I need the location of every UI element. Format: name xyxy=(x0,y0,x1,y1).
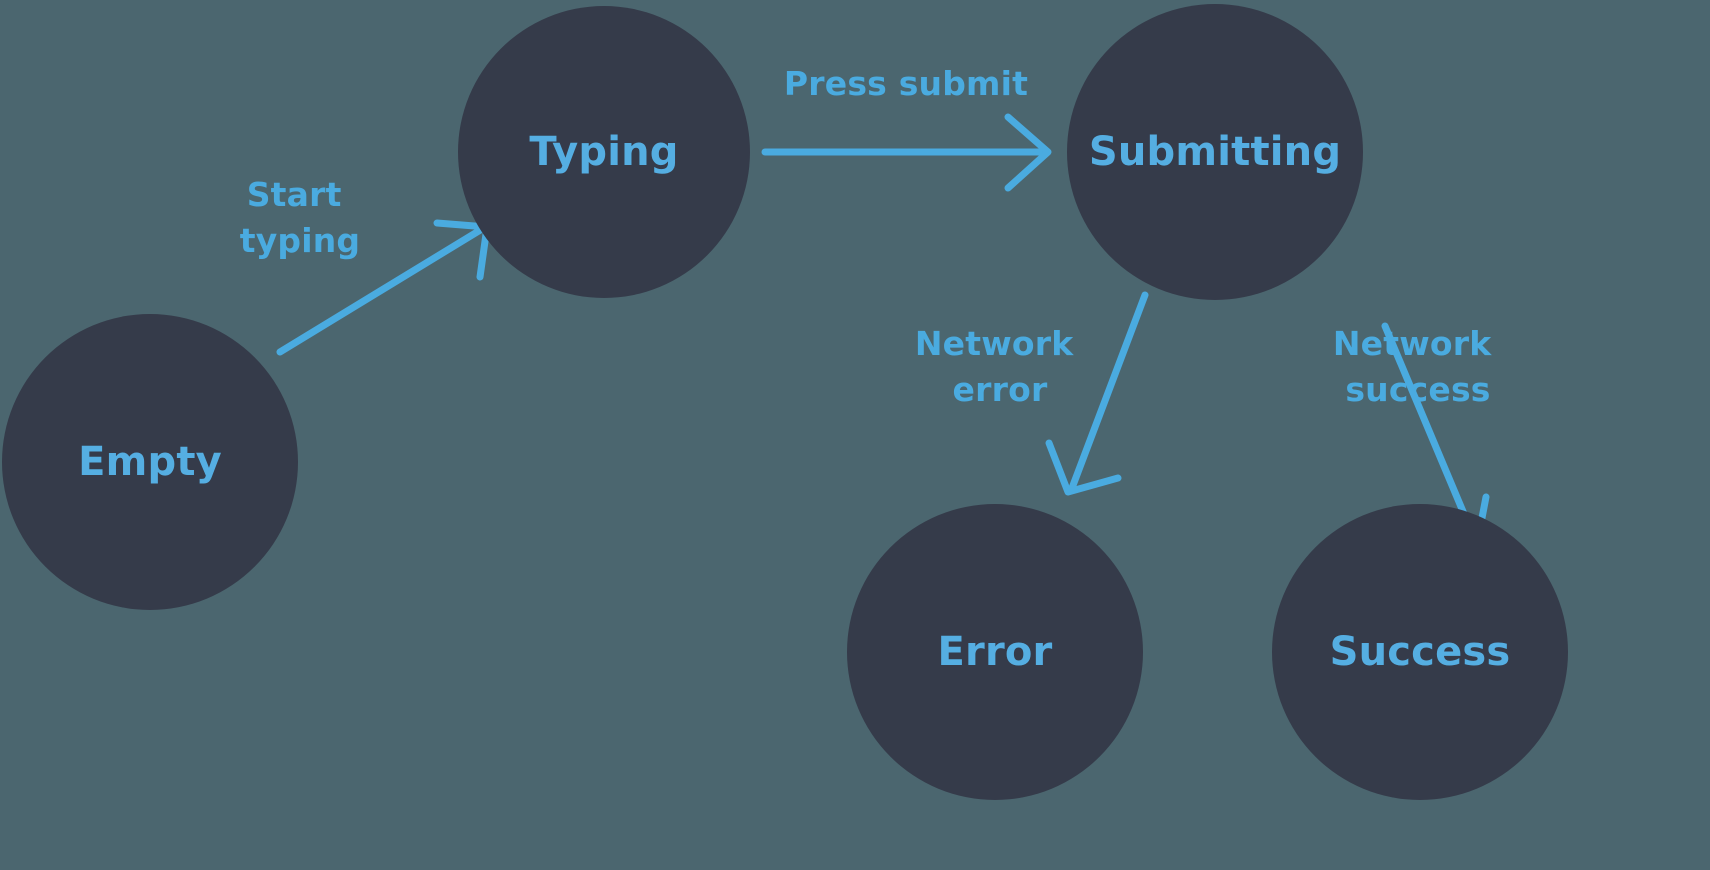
transition-start-typing-line xyxy=(276,225,486,356)
transition-label-line: Start xyxy=(247,175,342,214)
transition-label-line: Network xyxy=(1333,324,1492,363)
transition-network-success-label: Network success xyxy=(1333,324,1503,409)
transition-start-typing-label: Start typing xyxy=(240,175,361,260)
transition-press-submit-arrowhead-icon xyxy=(1004,113,1052,192)
state-node-error[interactable]: Error xyxy=(847,504,1143,800)
state-node-success-label: Success xyxy=(1330,629,1511,675)
transition-label-line: Network xyxy=(915,324,1074,363)
state-node-typing[interactable]: Typing xyxy=(458,6,750,298)
state-node-success-circle xyxy=(1272,504,1568,800)
state-node-empty[interactable]: Empty xyxy=(2,314,298,610)
transition-network-error-arrowhead-icon xyxy=(1045,439,1122,496)
transition-network-error[interactable]: Network error xyxy=(915,291,1149,496)
transition-label-line: Press submit xyxy=(784,64,1028,103)
transition-label-line: typing xyxy=(240,221,361,260)
state-node-success[interactable]: Success xyxy=(1272,504,1568,800)
transition-network-error-line xyxy=(1068,291,1149,492)
state-node-submitting[interactable]: Submitting xyxy=(1067,4,1363,300)
transition-network-error-label: Network error xyxy=(915,324,1085,409)
transition-label-line: success xyxy=(1345,370,1490,409)
state-node-submitting-circle xyxy=(1067,4,1363,300)
transition-network-success-line xyxy=(1381,322,1479,544)
state-node-typing-circle xyxy=(458,6,750,298)
state-node-typing-label: Typing xyxy=(529,129,678,175)
transition-press-submit-label: Press submit xyxy=(784,64,1028,103)
state-node-empty-circle xyxy=(2,314,298,610)
transition-press-submit[interactable]: Press submit xyxy=(761,64,1052,192)
state-node-error-label: Error xyxy=(938,629,1053,675)
transition-start-typing[interactable]: Start typing xyxy=(240,175,491,356)
state-node-error-circle xyxy=(847,504,1143,800)
state-node-submitting-label: Submitting xyxy=(1089,129,1341,175)
transition-label-line: error xyxy=(953,370,1048,409)
transition-network-success[interactable]: Network success xyxy=(1333,322,1503,548)
state-node-empty-label: Empty xyxy=(78,439,222,485)
